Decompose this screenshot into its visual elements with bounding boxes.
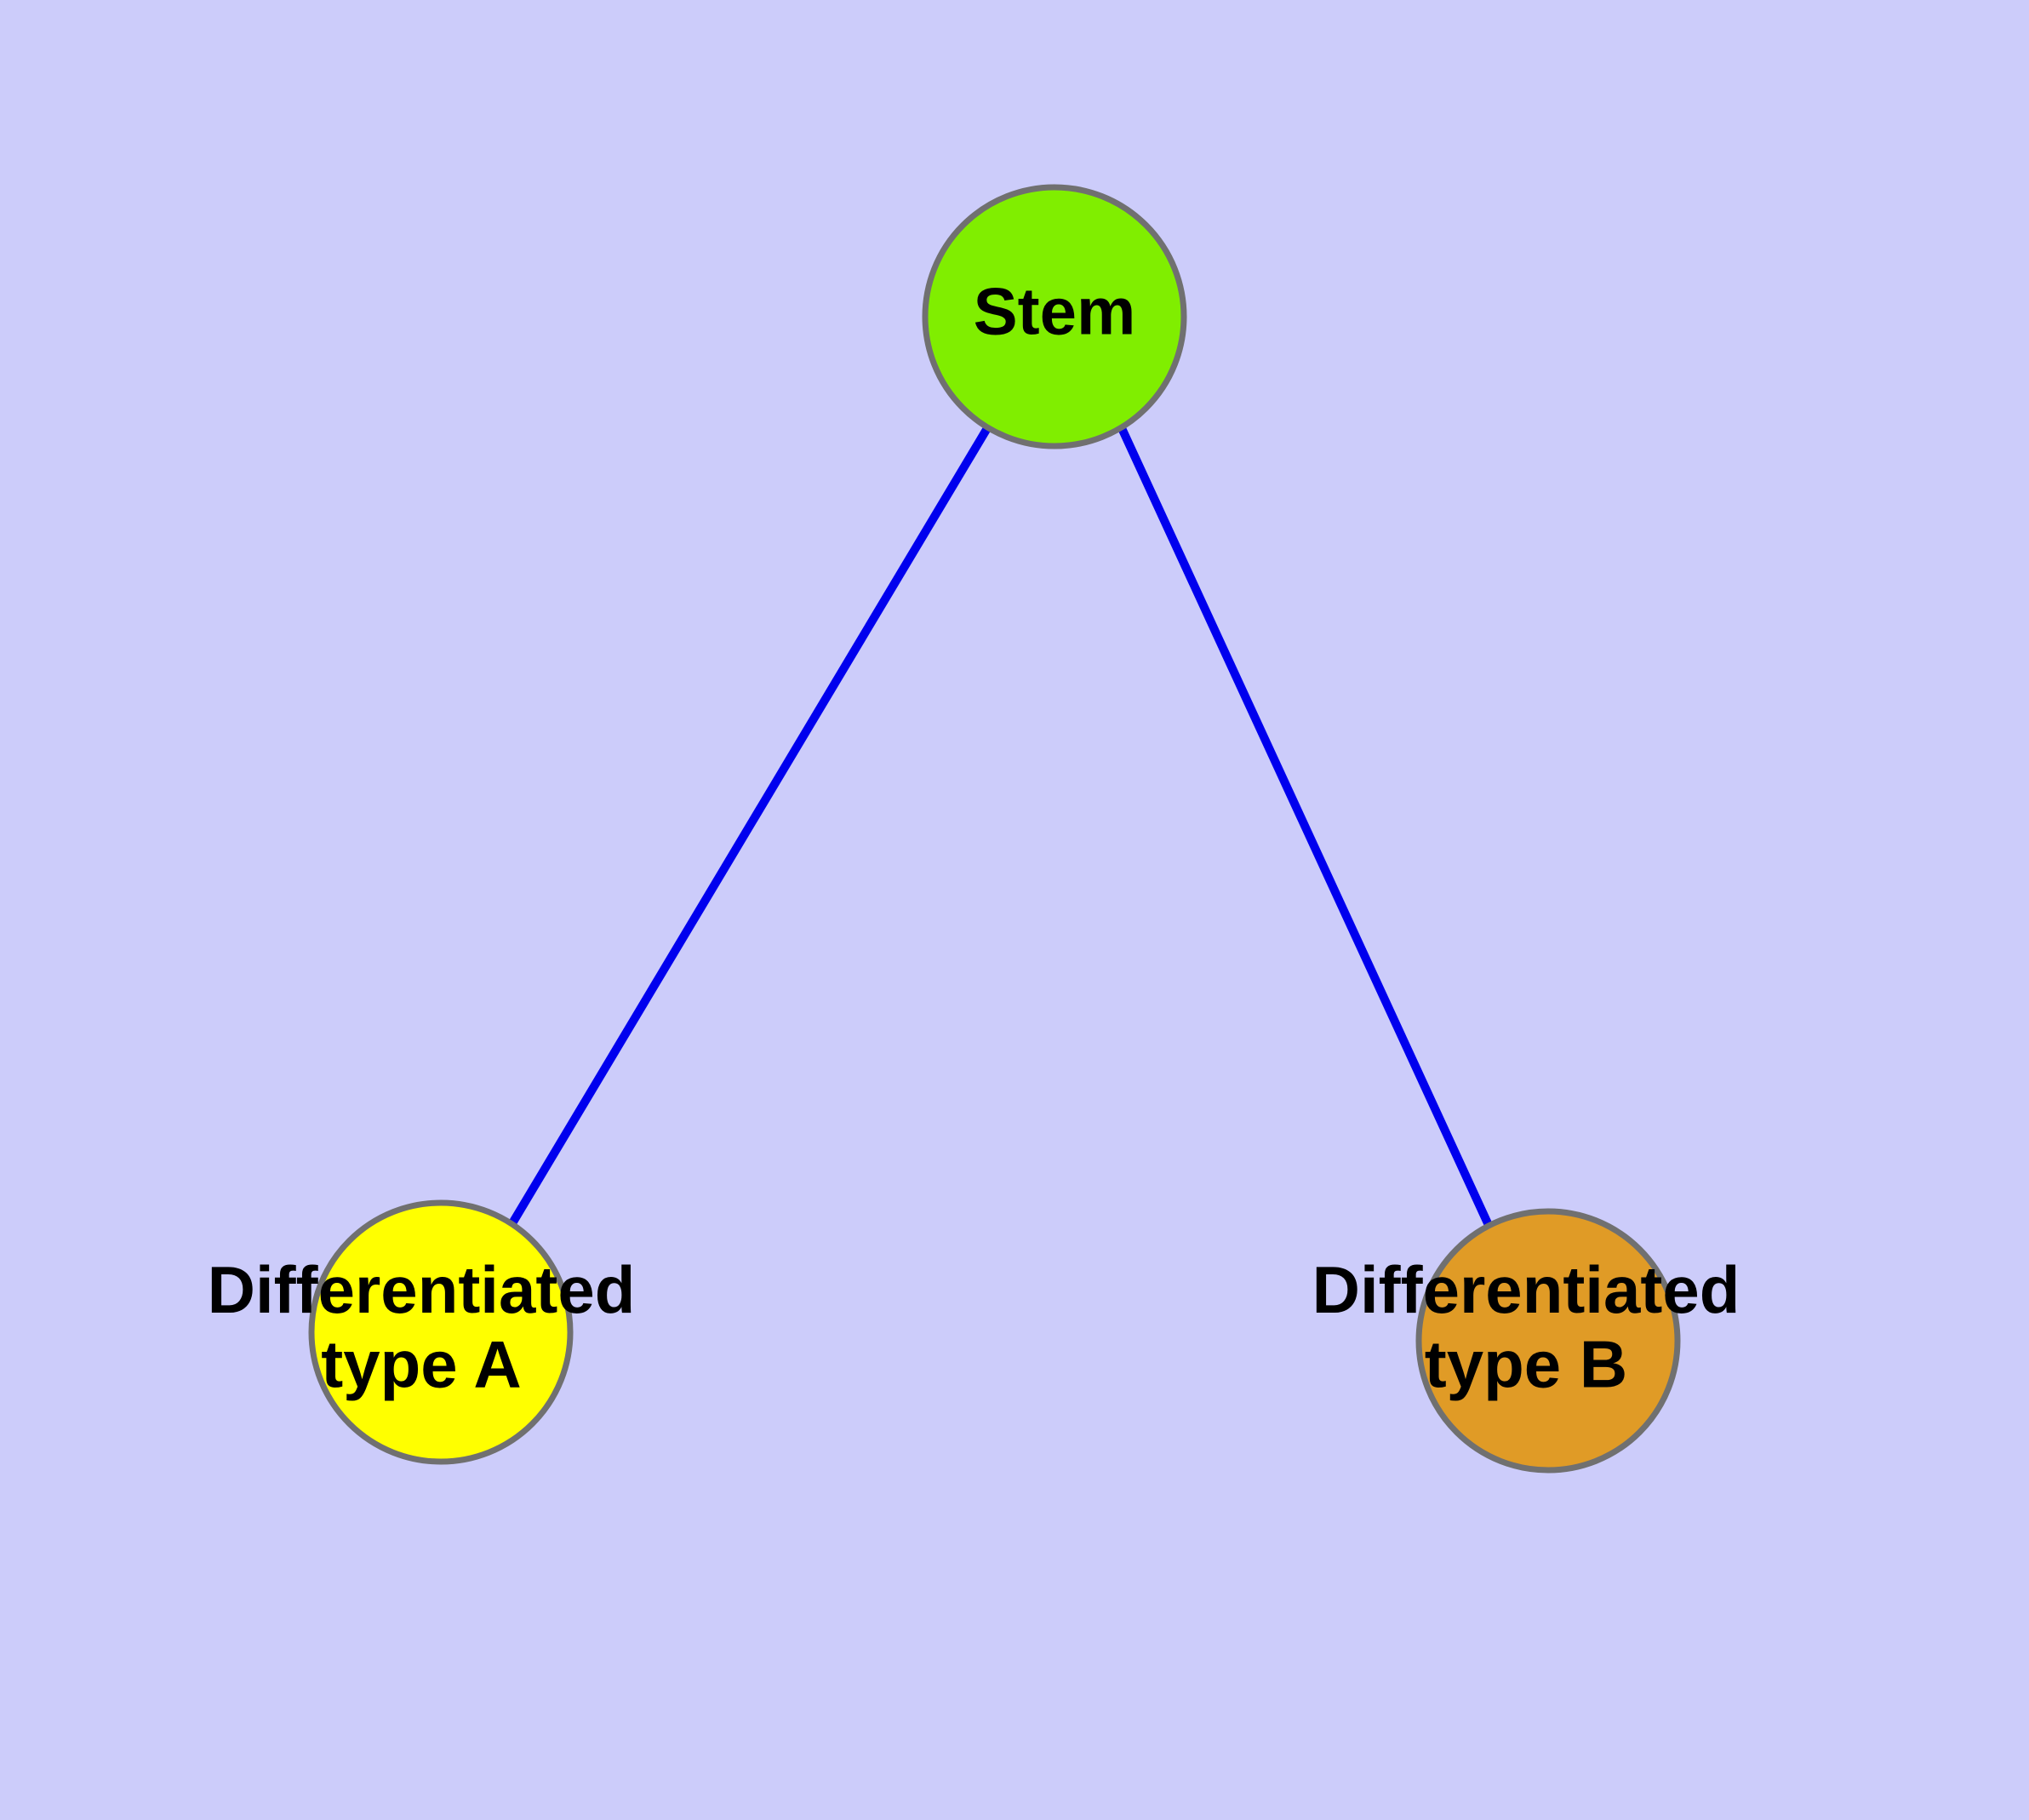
node-label-diff-a-line-2: type A [321, 1326, 522, 1401]
edges-layer [508, 426, 1492, 1226]
node-label-diff-b-line-1: Differentiated [1312, 1252, 1740, 1327]
graph-node-diff-a[interactable] [308, 1199, 574, 1465]
graph-node-diff-b[interactable] [1415, 1208, 1681, 1474]
node-label-diff-b-line-2: type B [1425, 1326, 1627, 1401]
graph-edge-stem-to-diff-a[interactable] [508, 426, 992, 1226]
graph-edge-stem-to-diff-b[interactable] [1117, 426, 1492, 1226]
graph-node-stem[interactable] [922, 184, 1187, 449]
nodes-layer [308, 184, 1681, 1474]
node-label-diff-a-line-1: Differentiated [208, 1252, 636, 1327]
node-label-stem-line-1: Stem [974, 274, 1136, 349]
